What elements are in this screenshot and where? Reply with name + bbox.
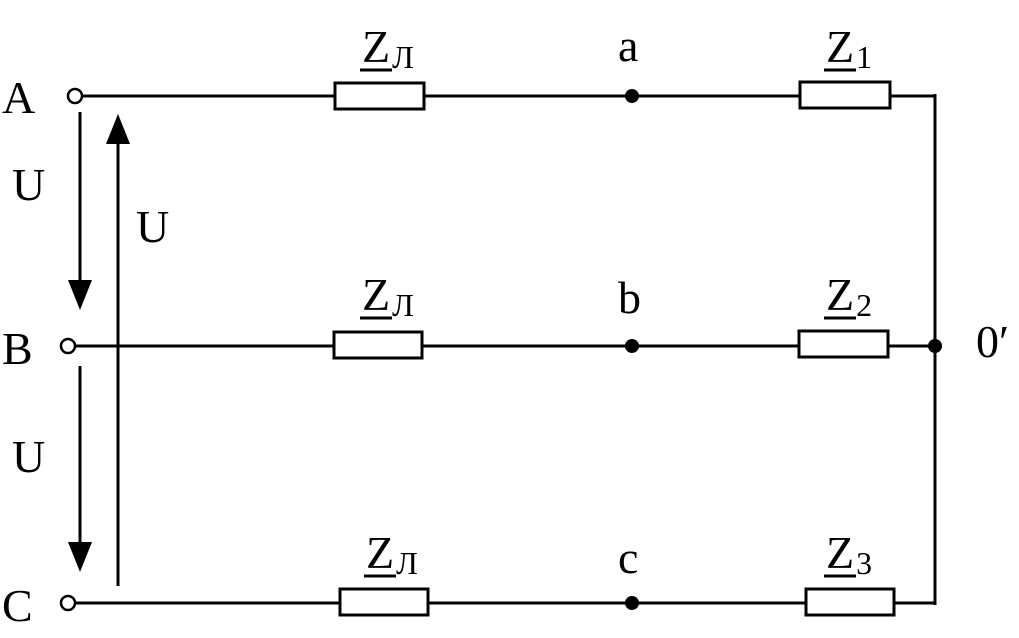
load-impedance-z3 xyxy=(804,587,896,617)
load-impedance-label-z2: Z2 xyxy=(824,269,872,323)
voltage-arrow-ab-head xyxy=(68,280,92,310)
terminal-label-b: B xyxy=(2,323,33,374)
node-label-c: c xyxy=(618,532,638,583)
terminal-label-a: A xyxy=(2,72,35,123)
load-impedance-z1 xyxy=(798,80,892,110)
terminal-a-circle xyxy=(66,87,84,105)
line-impedance-b xyxy=(332,330,424,360)
voltage-arrow-ca-head xyxy=(106,114,130,144)
load-impedance-label-z1: Z1 xyxy=(824,21,872,75)
node-dot-c xyxy=(625,596,639,610)
voltage-label-ca: U xyxy=(136,201,169,252)
line-impedance-a xyxy=(333,81,426,111)
node-label-a: a xyxy=(618,20,638,71)
svg-text:Z2: Z2 xyxy=(826,269,872,323)
line-impedance-c xyxy=(338,587,430,617)
terminal-b-circle xyxy=(59,337,77,355)
svg-text:ZЛ: ZЛ xyxy=(362,269,414,323)
terminal-c-circle xyxy=(59,594,77,612)
line-impedance-label-a: ZЛ xyxy=(360,21,414,75)
line-impedance-label-b: ZЛ xyxy=(360,269,414,323)
node-dot-b xyxy=(625,339,639,353)
svg-text:ZЛ: ZЛ xyxy=(366,527,418,581)
line-impedance-label-c: ZЛ xyxy=(364,527,418,581)
svg-text:ZЛ: ZЛ xyxy=(362,21,414,75)
voltage-arrow-bc-head xyxy=(68,542,92,572)
node-dot-neutral xyxy=(928,339,942,353)
svg-text:Z3: Z3 xyxy=(826,527,872,581)
svg-text:Z1: Z1 xyxy=(826,21,872,75)
node-label-neutral: 0′ xyxy=(976,316,1009,367)
node-label-b: b xyxy=(618,272,641,323)
voltage-label-ab: U xyxy=(12,159,45,210)
voltage-label-bc: U xyxy=(12,431,45,482)
terminal-label-c: C xyxy=(2,580,33,631)
node-dot-a xyxy=(625,89,639,103)
load-impedance-z2 xyxy=(797,329,890,359)
load-impedance-label-z3: Z3 xyxy=(824,527,872,581)
